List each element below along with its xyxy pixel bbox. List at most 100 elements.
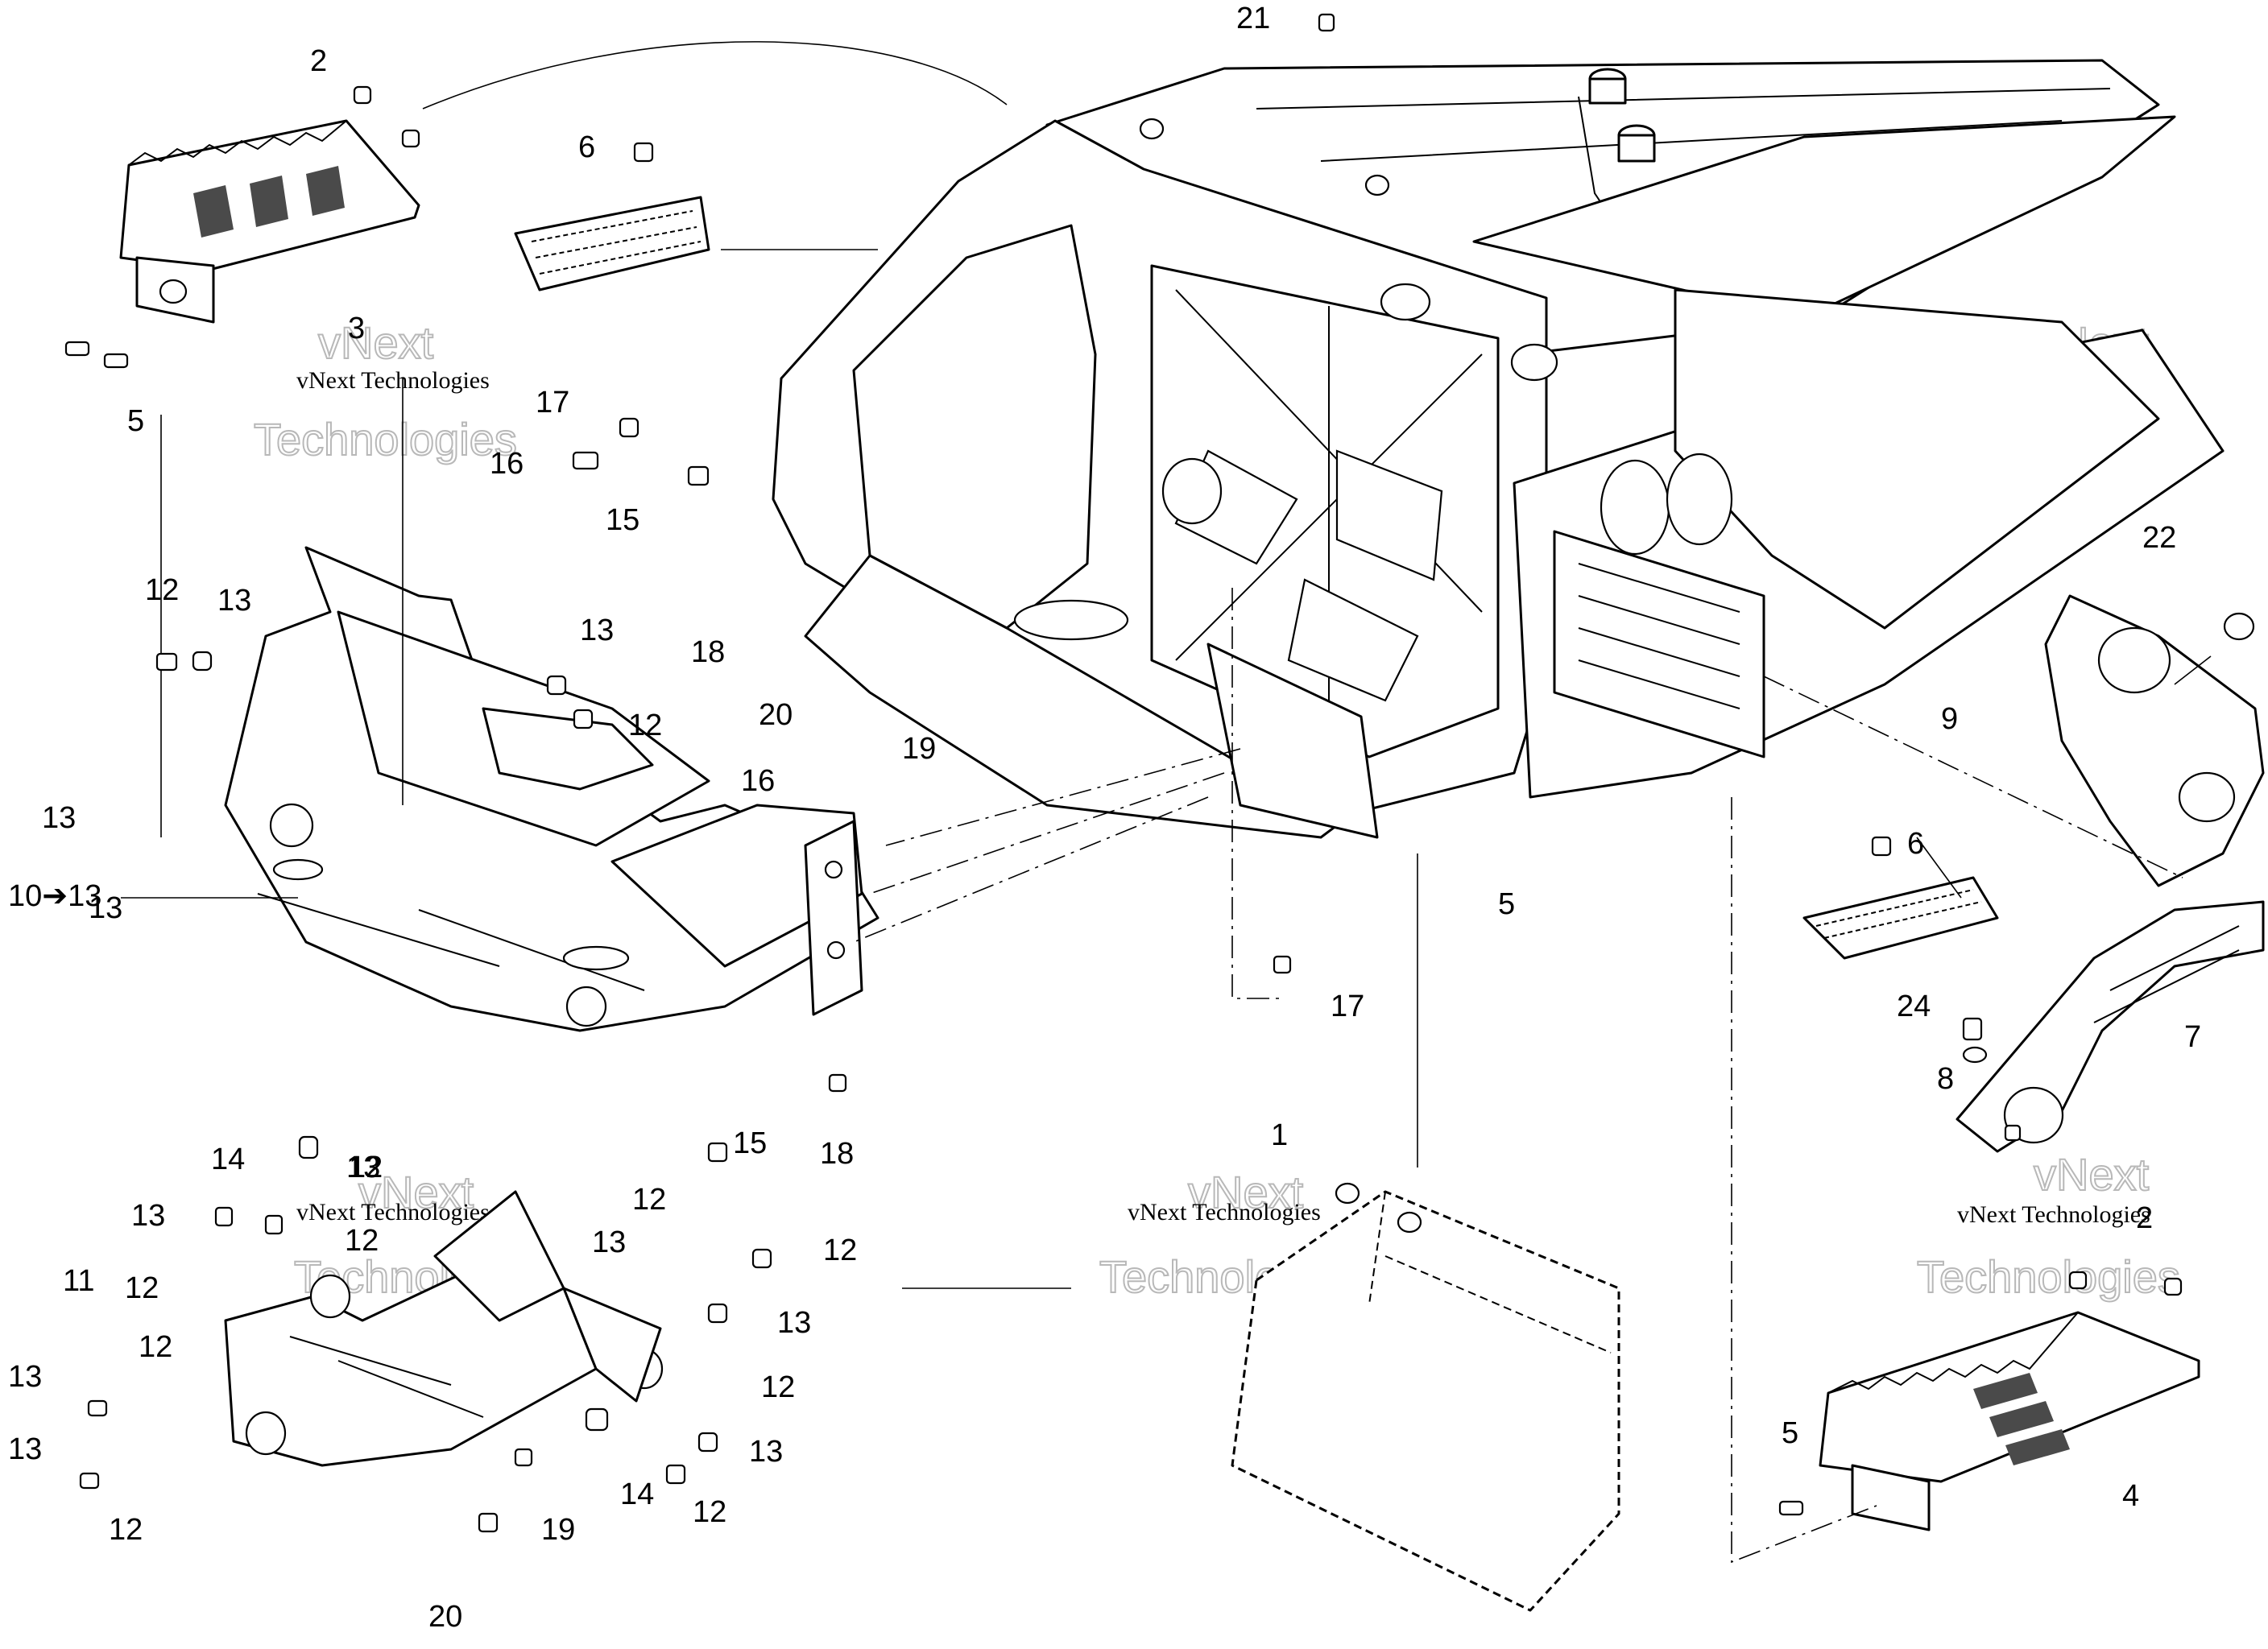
part-11-lower-bracket (224, 1190, 664, 1467)
callout-12: 12 (345, 1224, 379, 1258)
callout-15: 15 (606, 503, 639, 537)
watermark-brand: vNext (358, 1167, 474, 1217)
floor-pan-hole (1013, 599, 1129, 641)
watermark-line: vNext Technologies (296, 1199, 490, 1225)
bolt-21 (1318, 13, 1335, 32)
callout-12: 12 (145, 573, 179, 607)
callout-4: 4 (2122, 1479, 2139, 1513)
callout-15: 15 (733, 1126, 767, 1160)
callout-16: 16 (741, 764, 775, 798)
callout-20: 20 (759, 698, 793, 732)
callout-18: 18 (820, 1137, 854, 1171)
part-1-tank (1231, 1182, 1620, 1612)
callout-13: 13 (8, 1432, 42, 1466)
callout-12: 12 (109, 1513, 143, 1547)
callout-3: 3 (348, 312, 365, 345)
callout-labels: 1 2 2 3 4 5 5 5 6 6 7 8 9 10➔13 11 12 12… (8, 2, 2201, 1634)
callout-13: 13 (749, 1435, 783, 1469)
frame-hole (1161, 457, 1223, 525)
callout-12: 12 (693, 1495, 726, 1529)
callout-13: 13 (592, 1225, 626, 1259)
callout-12: 12 (761, 1370, 795, 1404)
watermark-brand: vNext (1188, 1167, 1304, 1217)
bolt-20 (478, 1512, 499, 1533)
callout-12: 12 (632, 1183, 666, 1217)
side-mounting-plate (804, 820, 863, 1016)
callout-20: 20 (428, 1600, 462, 1634)
watermark-word: Technologies (1917, 1251, 2180, 1302)
leader-lines (121, 41, 2212, 1564)
bolt-16 (572, 451, 599, 470)
callout-11: 11 (63, 1264, 94, 1298)
callout-22: 22 (2142, 521, 2176, 555)
callout-5: 5 (1782, 1416, 1798, 1450)
bolt-12 (155, 652, 178, 672)
nut-13 (192, 651, 213, 672)
watermark-word: Technologies (254, 414, 517, 465)
callout-17: 17 (536, 386, 569, 419)
chassis-frame (772, 59, 2225, 839)
callout-18: 18 (691, 635, 725, 669)
callout-13: 13 (217, 584, 251, 618)
nut-17 (1273, 955, 1292, 974)
callout-14: 14 (620, 1477, 654, 1511)
callout-5: 5 (127, 404, 144, 438)
bolt-19 (514, 1448, 533, 1467)
callout-13: 13 (131, 1199, 165, 1233)
frame-hole (1600, 459, 1670, 556)
callout-6: 6 (578, 130, 595, 164)
callout-10: 10➔13 (8, 879, 101, 913)
callout-2: 2 (310, 44, 327, 78)
callout-12: 12 (628, 709, 662, 742)
callout-6: 6 (1907, 827, 1924, 861)
callout-19: 19 (902, 732, 936, 766)
callout-13: 13 (8, 1360, 42, 1394)
callout-12: 12 (139, 1330, 172, 1364)
nut-14 (298, 1135, 319, 1159)
callout-13: 13 (89, 891, 122, 925)
callout-13: 13 (777, 1306, 811, 1340)
frame-cutout (1335, 449, 1443, 581)
watermark-line: vNext Technologies (296, 367, 490, 394)
tank-nut (1335, 1182, 1360, 1205)
callout-14: 14 (211, 1143, 245, 1176)
callout-16: 16 (490, 447, 524, 481)
part-7-arch-bracket (1956, 900, 2265, 1153)
frame-hole (1510, 343, 1558, 382)
part-4-footrest-cover-right (1778, 1271, 2200, 1531)
fastener-marks (79, 13, 2022, 1533)
frame-cutout (1287, 578, 1419, 702)
callout-1: 1 (1271, 1118, 1288, 1152)
right-side-panel (1674, 288, 2160, 630)
callout-13: 13 (42, 801, 76, 835)
callout-12: 12 (125, 1271, 159, 1305)
callout-5: 5 (1498, 887, 1515, 921)
part-6-floor-mat-right (1802, 836, 1999, 960)
arrow-leader (422, 41, 1008, 110)
bolt-15 (687, 465, 710, 486)
callout-7: 7 (2184, 1020, 2201, 1054)
callout-21: 21 (1236, 2, 1270, 35)
callout-8: 8 (1937, 1062, 1954, 1096)
frame-hole (1666, 453, 1733, 546)
callout-2: 2 (2136, 1201, 2153, 1235)
nut-13 (546, 675, 567, 696)
callout-17: 17 (1331, 990, 1364, 1023)
watermark-line: vNext Technologies (1957, 1201, 2150, 1228)
callout-19: 19 (541, 1513, 575, 1547)
part-6-floor-mat-top (514, 142, 710, 291)
tunnel-cylinder-body (1617, 134, 1656, 163)
watermark-line: vNext Technologies (1128, 1199, 1321, 1225)
nut-14 (585, 1407, 609, 1432)
callout-13: 13 (580, 614, 614, 647)
tank-nut (1397, 1211, 1422, 1234)
part-3-footrest-cover-left (64, 85, 420, 369)
callout-13: 13 (346, 1151, 380, 1184)
watermark-brand: vNext (318, 317, 434, 368)
callout-12: 12 (349, 1151, 383, 1184)
frame-hole (1380, 283, 1431, 321)
callout-24: 24 (1897, 990, 1931, 1023)
callout-12: 12 (823, 1234, 857, 1267)
callout-9: 9 (1941, 702, 1958, 736)
